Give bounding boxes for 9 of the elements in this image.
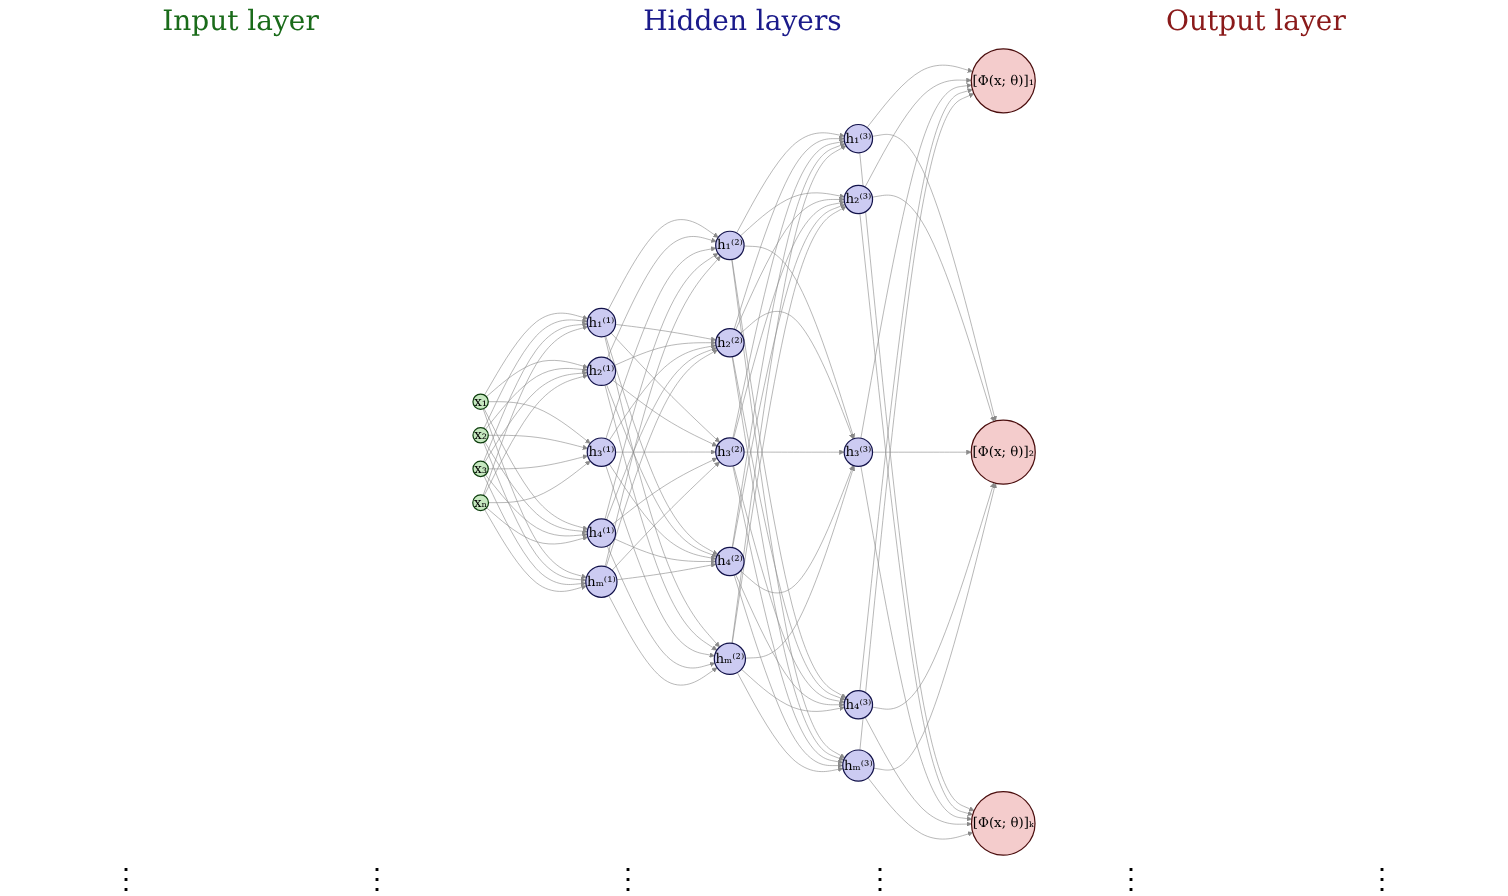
ellipsis-mark: ⋮ bbox=[362, 861, 391, 895]
ellipsis-mark: ⋮ bbox=[1368, 861, 1397, 895]
ellipsis-mark: ⋮ bbox=[614, 861, 643, 895]
ellipsis-mark: ⋮ bbox=[865, 861, 894, 895]
layer-heading: Input layer bbox=[162, 6, 319, 38]
ellipsis-mark: ⋮ bbox=[1116, 861, 1145, 895]
layer-heading: Hidden layers bbox=[643, 6, 842, 38]
ellipsis-mark: ⋮ bbox=[111, 861, 140, 895]
layer-heading: Output layer bbox=[1166, 6, 1346, 38]
